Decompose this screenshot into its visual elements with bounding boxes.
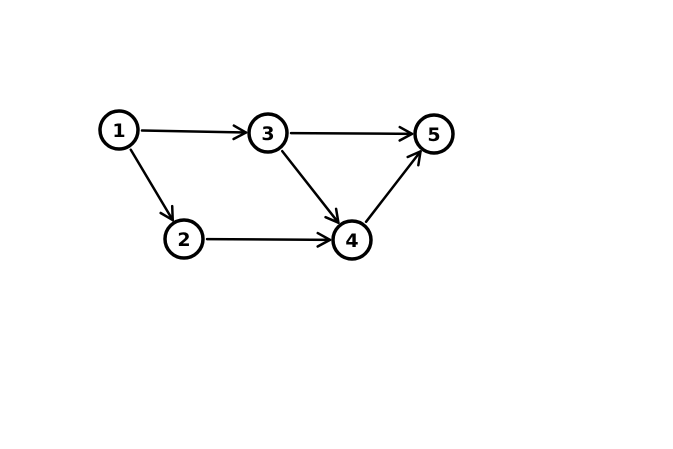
edge-1-3 [140, 124, 248, 141]
node-5: 5 [413, 113, 455, 155]
node-1: 1 [98, 109, 140, 151]
node-circle [247, 112, 289, 154]
node-label: 2 [177, 229, 190, 251]
edge-line [140, 129, 248, 134]
edge-line [205, 237, 332, 242]
nodes-layer: 1 2 3 4 5 [98, 109, 455, 261]
edge-1-2 [129, 148, 174, 222]
node-label: 5 [427, 124, 440, 146]
arrowhead-icon [159, 204, 174, 222]
edges-layer [129, 124, 422, 248]
node-label: 1 [112, 120, 125, 142]
edge-line [129, 148, 174, 222]
edge-line [364, 150, 422, 224]
arrowhead-icon [324, 207, 340, 224]
node-circle [413, 113, 455, 155]
node-circle [98, 109, 140, 151]
node-2: 2 [163, 218, 205, 260]
edge-2-4 [205, 231, 332, 248]
edge-3-5 [289, 125, 414, 142]
arrowhead-icon [398, 125, 414, 142]
edge-4-5 [364, 150, 422, 224]
arrowhead-icon [232, 124, 248, 141]
node-circle [163, 218, 205, 260]
node-circle [331, 219, 373, 261]
node-label: 3 [261, 123, 274, 145]
edge-3-4 [280, 149, 340, 224]
node-4: 4 [331, 219, 373, 261]
node-3: 3 [247, 112, 289, 154]
arrowhead-icon [316, 231, 332, 248]
arrowhead-icon [406, 150, 422, 167]
edge-line [280, 149, 340, 224]
edge-line [289, 131, 414, 136]
node-label: 4 [345, 230, 358, 252]
